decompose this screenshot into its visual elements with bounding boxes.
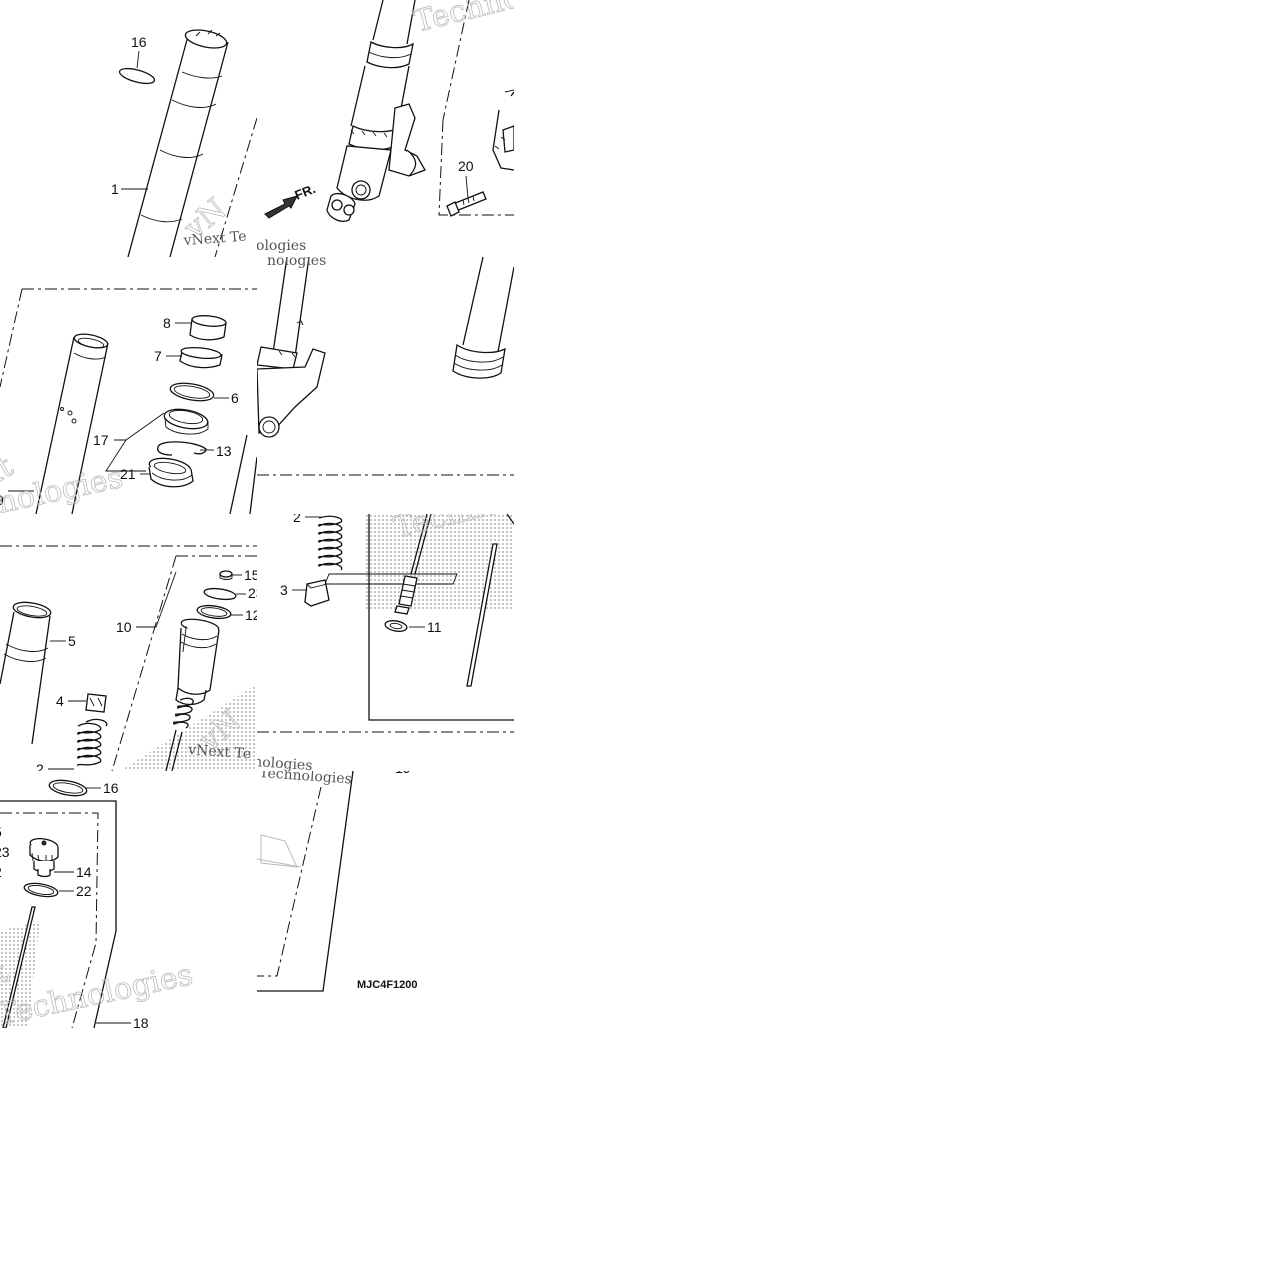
callout-22: 22 [76,883,92,899]
callout-19: 19 [395,771,411,776]
watermark-text: nologies [257,754,313,771]
tile-damper: 5 4 2 [0,514,257,771]
fork-spring-upper [318,515,343,571]
callout-20: 20 [458,158,474,174]
callout-16: 16 [103,780,119,796]
washer-6 [169,382,215,402]
adjuster-rod [2,906,36,1028]
callout-17: 17 [93,432,109,448]
fork-assembly-drawing: FR. 20 nologies Techno [257,0,514,254]
tile-fork-assembly: FR. 20 nologies Techno [257,0,514,257]
watermark-text: nologies [257,238,306,254]
group-frame [368,514,514,721]
rebound-rod [394,514,432,615]
callout-13: 13 [216,443,232,459]
callout-6: 6 [231,390,239,406]
callout-4: 4 [56,693,64,709]
fork-bolt-drawing: 16 14 22 5 23 2 18 xt Technologies [0,779,196,1028]
outer-fork-body [326,0,426,222]
oil-seal-17 [163,408,209,435]
callout-10: 10 [116,619,132,635]
damper-rod [466,543,498,687]
tile-fork-tube: 16 1 vNext Te vN [0,0,257,257]
watermark-text: vNext Te [187,742,252,762]
o-ring-22 [23,882,59,898]
tile-fork-bolt: 16 14 22 5 23 2 18 xt Technologies [0,771,257,1028]
callout-5: 5 [0,824,2,840]
slider-pipe [35,333,109,514]
callout-2: 2 [36,761,44,771]
tile-footer: 19 MJC4F1200 Technologies [257,771,514,1028]
callout-14: 14 [76,864,92,880]
callout-11: 11 [427,619,442,635]
callout-23: 23 [0,844,10,860]
fork-tube [127,29,229,257]
callout-1: 1 [111,181,119,197]
group-frame [0,800,117,1028]
seal-11 [384,620,408,632]
callout-18: 18 [133,1015,149,1028]
callout-8: 8 [163,315,171,331]
watermark-text: Techno [410,0,514,40]
spring-collar-3 [304,579,330,607]
watermark-text: vNext Te [182,229,247,249]
tile-rod: 2 3 11 Techno nologies [257,514,514,771]
diagram-code: MJC4F1200 [357,979,418,991]
outer-tube-right [452,257,514,379]
bushing-7 [179,346,223,369]
callout-2: 2 [293,514,301,525]
o-ring-part [118,67,156,85]
fork-tube-edge [229,434,257,514]
forward-label: FR. [293,181,318,203]
damper-cartridge [165,570,237,771]
callout-7: 7 [154,348,162,364]
spring-collar-4 [85,693,107,713]
damper-drawing: 5 4 2 [0,545,257,771]
callout-12: 12 [245,607,257,623]
fork-spring-2 [77,718,108,767]
callout-15: 15 [244,567,257,583]
callout-5: 5 [68,633,76,649]
watermark-text: nologies [0,460,126,514]
watermark-text: Technologies [259,771,353,787]
stop-ring-13 [157,441,207,456]
group-frame [257,771,354,992]
callout-21: 21 [120,466,136,482]
dust-seal-21 [148,457,194,488]
fork-bolt-14 [29,837,59,878]
callout-3: 3 [280,582,288,598]
fork-pipe-5 [0,601,52,745]
bolt-part [446,191,487,217]
outer-tube-left [257,257,326,438]
o-ring-16 [48,779,88,797]
bushings-drawing: 8 7 6 17 13 21 9 xt nologies [0,288,257,514]
tile-outer-tube: nologies [257,257,514,514]
fork-detail [492,89,514,171]
watermark-text: nologies [267,257,326,269]
callout-16: 16 [131,34,147,50]
callout-2: 2 [0,864,2,880]
tile-bushings: 8 7 6 17 13 21 9 xt nologies [0,257,257,514]
fork-tube-drawing: 16 1 vNext Te vN [111,29,257,257]
footer-drawing: 19 MJC4F1200 Technologies [257,771,418,992]
rod-drawing: 2 3 11 Techno nologies [257,514,514,771]
outer-tube-drawing: nologies [257,257,514,476]
callout-9: 9 [0,492,4,508]
bushing-8 [189,315,227,341]
callout-23: 23 [248,585,257,601]
forward-arrow-icon [264,195,298,219]
